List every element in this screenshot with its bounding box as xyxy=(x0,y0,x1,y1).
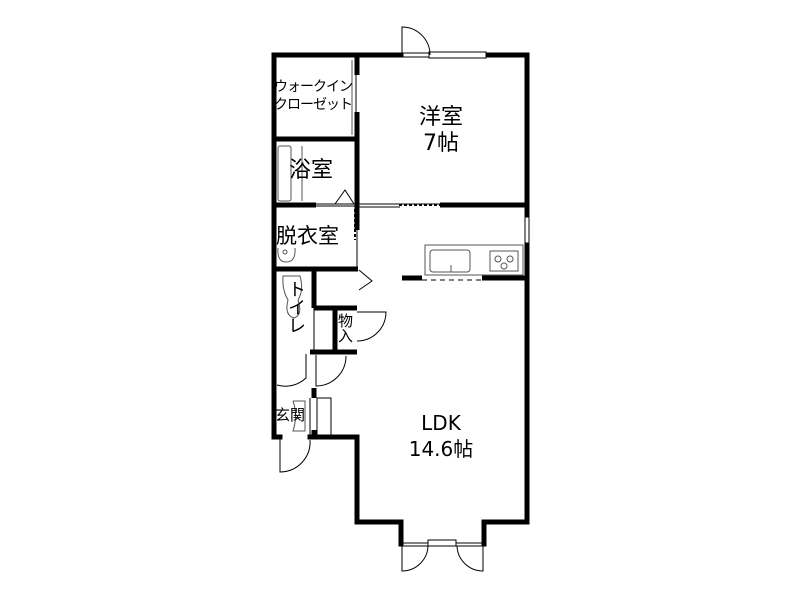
bathtub xyxy=(277,145,292,202)
stove xyxy=(489,250,519,272)
washbasin xyxy=(277,247,296,263)
storage-name: 物入 xyxy=(336,313,354,343)
thin-lines xyxy=(309,51,530,547)
dressing-room-label: 脱衣室 xyxy=(276,226,339,247)
western-room-label: 洋室 7帖 xyxy=(419,107,463,155)
dashed-lines xyxy=(354,204,478,240)
door-hall-2 xyxy=(315,355,347,387)
walkin-closet-label: ウォークイン クローゼット xyxy=(274,79,353,113)
ldk-name: LDK xyxy=(421,411,461,435)
door-western xyxy=(401,26,431,56)
walkin-closet-line1: ウォークイン xyxy=(274,79,353,95)
interior-walls xyxy=(274,55,527,437)
toilet-label: トイレ xyxy=(285,280,306,334)
door-swings xyxy=(276,26,484,572)
fixtures xyxy=(277,60,524,432)
shoe-cabinet xyxy=(292,400,306,432)
outer-walls xyxy=(271,52,530,547)
door-toilet-arrow xyxy=(358,269,373,291)
door-storage xyxy=(356,311,387,342)
storage-label: 物入 xyxy=(336,313,354,343)
toilet-name: トイレ xyxy=(285,280,306,334)
bathroom-name: 浴室 xyxy=(289,158,334,183)
door-entrance xyxy=(279,437,311,473)
door-ldk-right xyxy=(456,545,484,572)
western-room-size: 7帖 xyxy=(422,131,459,156)
door-ldk-left xyxy=(401,545,429,572)
kitchen-counter xyxy=(424,244,524,276)
door-hall-1 xyxy=(276,354,307,387)
dressing-room-name: 脱衣室 xyxy=(276,224,339,248)
entrance-label: 玄関 xyxy=(275,408,305,423)
sink xyxy=(429,249,471,273)
door-bath xyxy=(334,189,355,205)
toilet-fixture xyxy=(282,275,303,319)
western-room-name: 洋室 xyxy=(418,105,464,130)
entrance-name: 玄関 xyxy=(275,406,306,424)
ldk-label: LDK 14.6帖 xyxy=(409,413,474,459)
bathroom-label: 浴室 xyxy=(289,160,333,182)
ldk-size: 14.6帖 xyxy=(408,437,474,461)
walkin-closet-line2: クローゼット xyxy=(274,97,353,113)
